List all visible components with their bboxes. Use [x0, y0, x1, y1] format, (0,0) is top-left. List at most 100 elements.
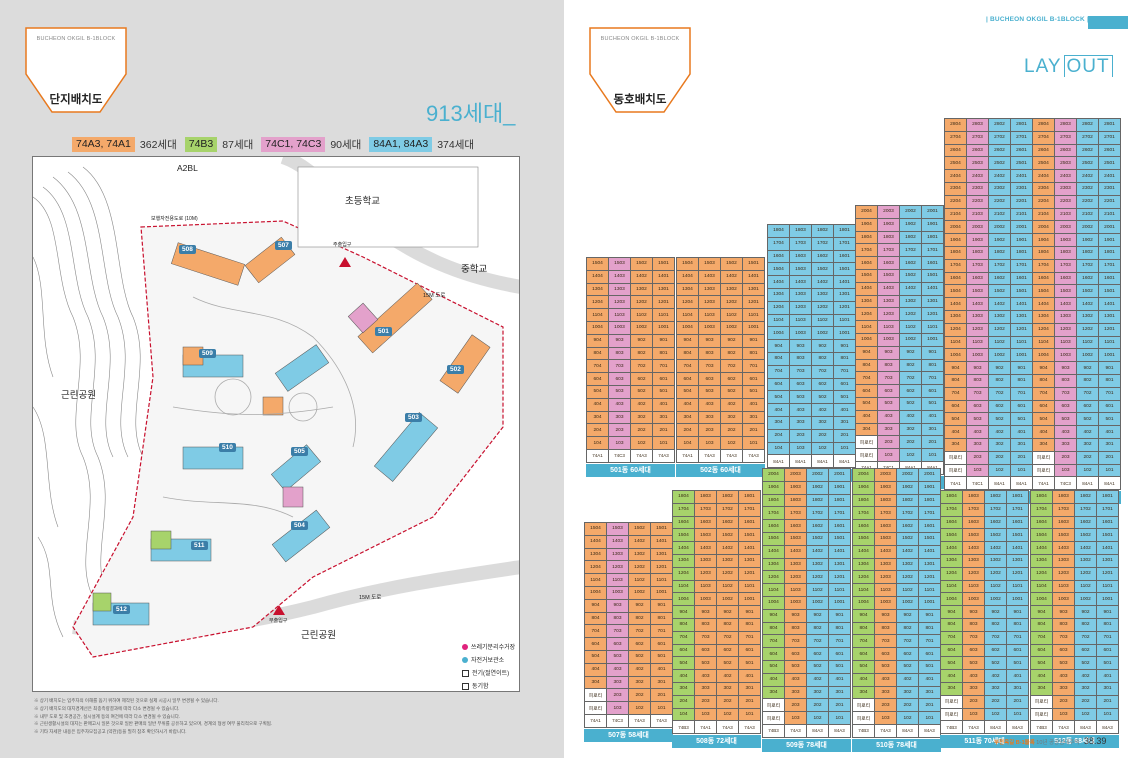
unit-cell: 1803 [784, 493, 807, 508]
unit-cell: 703 [877, 371, 900, 386]
unit-type-label: 74A3 [742, 448, 765, 463]
unit-cell: 902 [988, 361, 1011, 375]
unit-cell: 103 [1052, 707, 1075, 722]
unit-cell: 401 [918, 672, 941, 687]
unit-cell: 603 [608, 372, 631, 386]
unit-cell: 503 [966, 412, 989, 427]
unit-cell: 2702 [1076, 130, 1099, 145]
unit-cell: 1002 [811, 326, 834, 341]
unit-cell: 2803 [1054, 118, 1077, 132]
unit-cell: 701 [828, 634, 851, 649]
unit-cell: 2602 [988, 143, 1011, 158]
unit-cell: 604 [944, 399, 967, 414]
unit-cell: 1003 [1054, 348, 1077, 363]
unit-cell: 1204 [855, 307, 878, 322]
unit-cell: 702 [628, 624, 651, 639]
unit-cell: 402 [1074, 669, 1097, 683]
unit-cell: 301 [1096, 681, 1119, 696]
unit-cell: 1704 [762, 506, 785, 521]
unit-cell: 2001 [1098, 220, 1121, 235]
unit-cell: 피로티 [852, 698, 875, 713]
unit-cell: 2504 [1032, 156, 1055, 171]
unit-cell: 1904 [762, 480, 785, 495]
unit-cell: 203 [784, 698, 807, 713]
unit-cell: 1104 [586, 308, 609, 322]
unit-cell: 804 [944, 373, 967, 388]
unit-cell: 601 [1098, 399, 1121, 414]
unit-cell: 1203 [1054, 322, 1077, 337]
unit-cell: 503 [784, 659, 807, 674]
brand-label: BUCHEON OKGIL B-1BLOCK [600, 36, 680, 42]
unit-cell: 2804 [944, 118, 967, 132]
unit-cell: 1104 [852, 583, 875, 597]
unit-cell: 402 [988, 425, 1011, 439]
unit-cell: 1503 [1052, 528, 1075, 543]
unit-cell: 2003 [1054, 220, 1077, 235]
unit-cell: 501 [1096, 656, 1119, 671]
unit-cell: 1302 [984, 553, 1007, 568]
unit-cell: 904 [944, 361, 967, 375]
unit-cell: 1802 [716, 490, 739, 504]
building-caption: 512동 68세대 [1030, 735, 1119, 749]
unit-cell: 1201 [833, 300, 856, 315]
unit-cell: 401 [828, 672, 851, 687]
unit-cell: 1403 [698, 269, 721, 284]
unit-cell: 1604 [762, 519, 785, 533]
unit-cell: 1501 [1006, 528, 1029, 543]
unit-type-label: 84A1 [1010, 476, 1033, 491]
unit-cell: 801 [921, 358, 944, 373]
unit-cell: 603 [784, 647, 807, 661]
unit-cell: 802 [1076, 373, 1099, 388]
unit-cell: 1101 [652, 308, 675, 322]
unit-cell: 1302 [720, 282, 743, 297]
unit-cell: 604 [767, 377, 790, 392]
unit-cell: 403 [608, 397, 631, 412]
unit-cell: 1001 [1010, 348, 1033, 363]
unit-cell: 902 [806, 608, 829, 623]
unit-layout-page: BUCHEON OKGIL B-1BLOCK 동호배치도 | BUCHEON O… [564, 0, 1128, 758]
unit-cell: 1502 [1074, 528, 1097, 543]
unit-cell: 802 [806, 621, 829, 636]
unit-cell: 1701 [828, 506, 851, 521]
unit-cell: 1001 [652, 320, 675, 335]
unit-cell: 301 [652, 410, 675, 425]
unit-cell: 1204 [940, 566, 963, 581]
unit-cell: 802 [984, 617, 1007, 632]
unit-cell: 1403 [608, 269, 631, 284]
unit-cell: 1204 [1032, 322, 1055, 337]
unit-cell: 404 [1032, 425, 1055, 439]
unit-type-label: 74B3 [940, 720, 963, 735]
unit-cell: 1002 [806, 595, 829, 610]
unit-cell: 901 [918, 608, 941, 623]
unit-cell: 404 [940, 669, 963, 683]
unit-cell: 1803 [1052, 490, 1075, 504]
unit-cell: 1403 [789, 275, 812, 289]
brand-label: BUCHEON OKGIL B-1BLOCK [36, 36, 116, 42]
unit-cell: 1602 [806, 519, 829, 533]
unit-cell: 403 [966, 425, 989, 439]
unit-cell: 303 [1052, 681, 1075, 696]
unit-cell: 1801 [1006, 490, 1029, 504]
unit-cell: 803 [966, 373, 989, 388]
unit-cell: 1001 [1098, 348, 1121, 363]
unit-cell: 1103 [877, 320, 900, 334]
unit-cell: 202 [1076, 450, 1099, 465]
bicycle-dot-icon [462, 657, 468, 664]
unit-cell: 803 [606, 611, 629, 626]
unit-cell: 602 [716, 643, 739, 658]
unit-cell: 1403 [877, 281, 900, 296]
unit-cell: 402 [806, 672, 829, 687]
building-caption: 502동 60세대 [676, 463, 765, 477]
unit-cell: 피로티 [1030, 694, 1053, 709]
unit-cell: 903 [608, 333, 631, 348]
unit-cell: 804 [940, 617, 963, 632]
unit-cell: 102 [716, 707, 739, 722]
unit-cell: 1604 [940, 515, 963, 530]
unit-cell: 601 [918, 647, 941, 661]
unit-cell: 102 [896, 711, 919, 725]
unit-cell: 1001 [742, 320, 765, 335]
unit-cell: 2203 [1054, 194, 1077, 209]
unit-cell: 701 [742, 359, 765, 374]
